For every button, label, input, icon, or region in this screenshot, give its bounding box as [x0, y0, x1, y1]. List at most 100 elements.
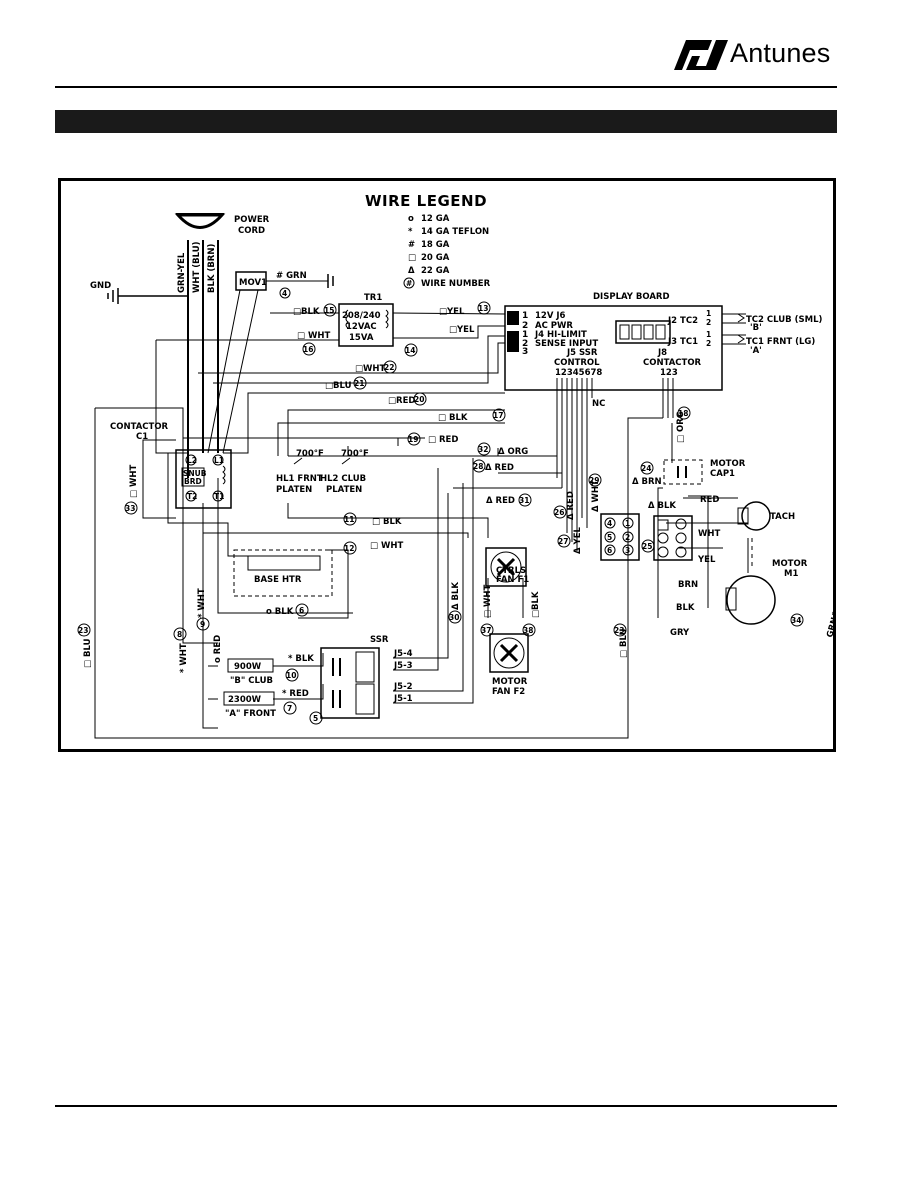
svg-text:MOTOR: MOTOR: [492, 677, 528, 687]
svg-text:5: 5: [313, 714, 318, 723]
svg-text:Δ WHT: Δ WHT: [591, 480, 601, 512]
footer-rule: [55, 1105, 837, 1107]
legend-item-text: WIRE NUMBER: [421, 279, 491, 289]
svg-text:YEL: YEL: [697, 555, 716, 565]
contactor-label: CONTACTOR: [110, 422, 169, 432]
j8-label: J8: [657, 348, 667, 358]
j3-label: J3 TC1: [667, 337, 698, 347]
svg-text:BRD: BRD: [184, 477, 202, 486]
svg-text:□RED: □RED: [388, 396, 415, 406]
wire-number-text: 15 13 14 16 22 21 20 17 19 32 28 31 18 2…: [78, 304, 801, 723]
svg-text:T2: T2: [187, 492, 197, 501]
svg-text:Δ BLK: Δ BLK: [648, 501, 676, 511]
legend-title: WIRE LEGEND: [365, 192, 487, 210]
svg-text:1: 1: [706, 330, 711, 339]
svg-text:SSR: SSR: [370, 635, 389, 645]
svg-text:29: 29: [589, 476, 599, 485]
svg-text:CAP1: CAP1: [710, 469, 735, 479]
svg-text:8: 8: [177, 630, 182, 639]
j4-label: SENSE INPUT: [535, 339, 598, 349]
svg-text:15: 15: [324, 306, 334, 315]
svg-text:6: 6: [299, 606, 304, 615]
svg-text:1: 1: [522, 311, 528, 321]
svg-text:27: 27: [558, 537, 568, 546]
svg-text:BRN: BRN: [678, 580, 698, 590]
tc1-sub: 'A': [750, 346, 762, 356]
svg-text:□ BLU: □ BLU: [619, 628, 629, 658]
svg-text:MOTOR: MOTOR: [772, 559, 808, 569]
tc2-label: TC2 CLUB (SML): [746, 315, 822, 325]
svg-text:38: 38: [523, 626, 533, 635]
wire-label: BLK (BRN): [207, 244, 217, 293]
power-cord-label: CORD: [238, 226, 265, 236]
svg-text:Δ YEL: Δ YEL: [573, 527, 583, 554]
svg-text:34: 34: [791, 616, 801, 625]
svg-text:13: 13: [478, 304, 488, 313]
transformer-text: 15VA: [349, 333, 374, 343]
svg-text:"A" FRONT: "A" FRONT: [225, 709, 276, 719]
svg-text:25: 25: [642, 542, 652, 551]
svg-text:3: 3: [625, 546, 630, 555]
tc1-label: TC1 FRNT (LG): [746, 337, 815, 347]
svg-text:2: 2: [522, 339, 528, 349]
ctrl-fan-f1: CTRLS FAN F1: [485, 547, 529, 587]
svg-text:SNUB: SNUB: [183, 469, 207, 478]
svg-text:o RED: o RED: [213, 635, 223, 663]
svg-text:2: 2: [706, 318, 711, 327]
power-cord-label: POWER: [234, 215, 270, 225]
svg-text:26: 26: [554, 508, 564, 517]
svg-text:BLK: BLK: [676, 603, 695, 613]
svg-text:20: 20: [414, 395, 424, 404]
svg-text:L1: L1: [214, 456, 224, 465]
wire-labels: □BLK □YEL □YEL □ WHT □WHT □BLU □RED □ BL…: [83, 307, 836, 699]
legend-item: #: [406, 279, 412, 288]
svg-text:CTRLS: CTRLS: [496, 566, 526, 576]
svg-text:Δ RED: Δ RED: [485, 463, 514, 473]
svg-text:□ WHT: □ WHT: [483, 585, 493, 618]
svg-text:J5-1: J5-1: [393, 694, 413, 704]
legend-item: □: [408, 253, 416, 263]
legend-item-text: 18 GA: [421, 240, 450, 250]
j6-label: AC PWR: [535, 321, 573, 331]
power-cord: POWER CORD GRN-YEL WHT (BLU) BLK (BRN) G…: [90, 213, 270, 478]
svg-text:37: 37: [481, 626, 491, 635]
j2-label: J2 TC2: [667, 316, 698, 326]
svg-text:□ WHT: □ WHT: [297, 331, 330, 341]
motor-m1: TACH MOTOR M1: [653, 501, 808, 625]
svg-text:7: 7: [287, 704, 292, 713]
svg-text:GRN/YEL: GRN/YEL: [825, 596, 836, 639]
legend-item-text: 12 GA: [421, 214, 450, 224]
svg-text:MOTOR: MOTOR: [710, 459, 746, 469]
mov-label: MOV1: [239, 278, 267, 288]
svg-text:"B" CLUB: "B" CLUB: [230, 676, 273, 686]
wire-label: WHT (BLU): [192, 241, 202, 293]
svg-text:□YEL: □YEL: [449, 325, 475, 335]
svg-text:BASE HTR: BASE HTR: [254, 575, 302, 585]
svg-text:2: 2: [706, 339, 711, 348]
terminal-block: 4 5 6 1 2 3: [600, 513, 640, 561]
tc2-sub: 'B': [750, 323, 762, 333]
svg-text:10: 10: [286, 671, 296, 680]
svg-text:□YEL: □YEL: [439, 307, 465, 317]
svg-text:2: 2: [522, 321, 528, 331]
svg-text:5: 5: [607, 533, 612, 542]
svg-text:FAN F1: FAN F1: [496, 575, 529, 585]
svg-text:9: 9: [200, 620, 205, 629]
svg-text:□ BLK: □ BLK: [372, 517, 402, 527]
motor-cap1: MOTOR CAP1: [663, 459, 746, 485]
transformer-tr1: TR1 208/240 12VAC 15VA: [338, 293, 394, 347]
svg-text:700°F: 700°F: [296, 449, 324, 459]
legend-item-text: 14 GA TEFLON: [421, 227, 489, 237]
svg-text:□ RED: □ RED: [428, 435, 458, 445]
svg-text:* BLK: * BLK: [288, 654, 314, 664]
wire-label: GRN-YEL: [177, 252, 187, 293]
svg-text:Δ ORG: Δ ORG: [498, 447, 528, 457]
svg-text:Δ RED: Δ RED: [566, 491, 576, 520]
svg-text:o BLK: o BLK: [266, 607, 294, 617]
svg-text:L2: L2: [187, 456, 197, 465]
gnd-label: GND: [90, 281, 111, 291]
wire-numbers: [77, 301, 804, 725]
j8-pins: 123: [660, 368, 678, 378]
svg-text:4: 4: [607, 519, 612, 528]
